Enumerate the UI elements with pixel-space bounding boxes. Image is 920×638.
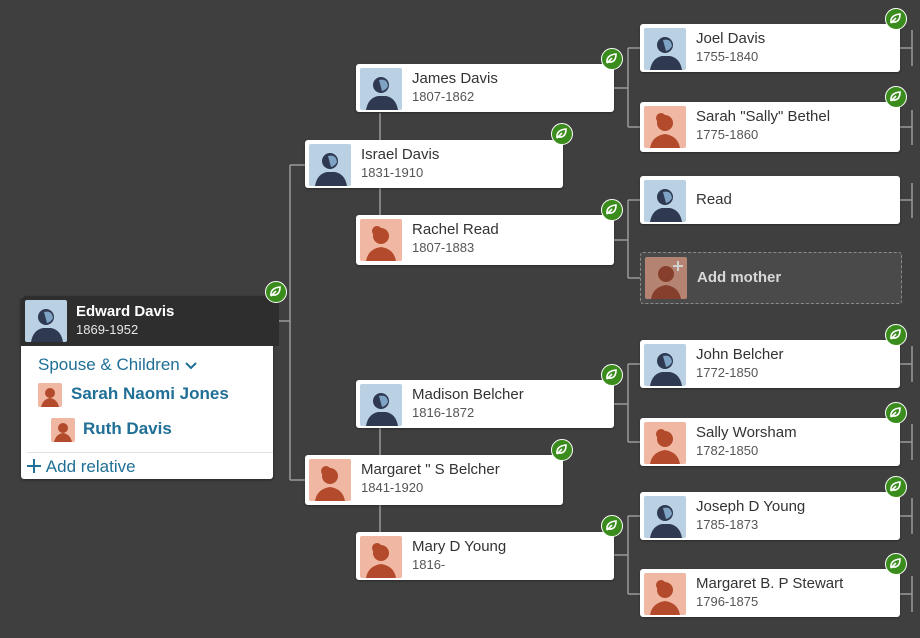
spouse-children-label: Spouse & Children [38,355,180,374]
person-name: James Davis [412,70,498,87]
person-dates: 1841-1920 [361,480,424,495]
leaf-hint-icon[interactable] [265,281,287,303]
person-card-maternal-grandfather[interactable]: Madison Belcher 1816-1872 [356,380,614,428]
person-dates: 1816-1872 [412,405,475,420]
person-card-gen4-1[interactable]: Joel Davis 1755-1840 [640,24,900,72]
male-avatar-icon [360,384,402,426]
spouse-children-dropdown[interactable]: Spouse & Children [38,355,197,375]
person-card-father[interactable]: Israel Davis 1831-1910 [305,140,563,188]
leaf-hint-icon[interactable] [601,48,623,70]
person-name: John Belcher [696,346,784,363]
leaf-hint-icon[interactable] [885,476,907,498]
female-avatar-icon [51,418,75,442]
person-card-gen4-5[interactable]: John Belcher 1772-1850 [640,340,900,388]
person-name: Sally Worsham [696,424,797,441]
leaf-hint-icon[interactable] [885,86,907,108]
male-avatar-icon [644,344,686,386]
person-dates: 1782-1850 [696,443,759,458]
female-avatar-icon [360,219,402,261]
person-name: Margaret B. P Stewart [696,575,844,592]
focus-person-name: Edward Davis [76,303,175,320]
person-name: Israel Davis [361,146,440,163]
male-avatar-icon [644,180,686,222]
male-avatar-icon [644,496,686,538]
female-avatar-icon [644,422,686,464]
person-dates: 1807-1862 [412,89,475,104]
leaf-hint-icon[interactable] [885,553,907,575]
add-relative-label: Add relative [45,457,136,476]
leaf-hint-icon[interactable] [601,515,623,537]
male-avatar-icon [25,300,67,342]
person-card-gen4-6[interactable]: Sally Worsham 1782-1850 [640,418,900,466]
leaf-hint-icon[interactable] [601,364,623,386]
person-name: Sarah "Sally" Bethel [696,108,831,125]
person-dates: 1772-1850 [696,365,759,380]
person-dates: 1755-1840 [696,49,759,64]
person-name: Margaret " S Belcher [361,461,500,478]
chevron-down-icon [184,362,197,370]
person-name: Mary D Young [412,538,507,555]
female-avatar-icon [644,106,686,148]
leaf-hint-icon[interactable] [551,123,573,145]
add-relative-button[interactable]: Add relative [26,457,136,477]
person-dates: 1807-1883 [412,240,475,255]
person-dates: 1831-1910 [361,165,424,180]
person-card-maternal-grandmother[interactable]: Mary D Young 1816- [356,532,614,580]
add-mother-placeholder[interactable]: Add mother [640,252,902,304]
person-card-mother[interactable]: Margaret " S Belcher 1841-1920 [305,455,563,505]
person-card-gen4-3[interactable]: Read [640,176,900,224]
person-dates: 1796-1875 [696,594,759,609]
female-avatar-icon [360,536,402,578]
person-card-paternal-grandmother[interactable]: Rachel Read 1807-1883 [356,215,614,265]
child-link[interactable]: Ruth Davis [83,419,172,438]
leaf-hint-icon[interactable] [885,8,907,30]
person-dates: 1775-1860 [696,127,759,142]
person-name: Joseph D Young [696,498,806,515]
divider [27,452,273,453]
person-name: Joel Davis [696,30,766,47]
female-avatar-icon [309,459,351,501]
male-avatar-icon [360,68,402,110]
person-name: Madison Belcher [412,386,524,403]
focus-person-card[interactable]: Edward Davis 1869-1952 Spouse & Children… [21,281,287,479]
leaf-hint-icon[interactable] [551,439,573,461]
person-dates: 1785-1873 [696,517,759,532]
female-avatar-icon [644,573,686,615]
female-avatar-icon [645,257,687,299]
person-card-gen4-2[interactable]: Sarah "Sally" Bethel 1775-1860 [640,102,900,152]
leaf-hint-icon[interactable] [885,402,907,424]
leaf-hint-icon[interactable] [601,199,623,221]
female-avatar-icon [38,383,62,407]
person-card-gen4-7[interactable]: Joseph D Young 1785-1873 [640,492,900,540]
person-card-paternal-grandfather[interactable]: James Davis 1807-1862 [356,64,614,112]
person-name: Read [696,191,732,208]
person-dates: 1816- [412,557,446,572]
leaf-hint-icon[interactable] [885,324,907,346]
focus-person-header[interactable]: Edward Davis 1869-1952 [21,296,279,346]
spouse-link[interactable]: Sarah Naomi Jones [71,384,229,403]
male-avatar-icon [309,144,351,186]
male-avatar-icon [644,28,686,70]
add-mother-label: Add mother [697,269,782,286]
plus-icon [27,459,41,473]
person-card-gen4-8[interactable]: Margaret B. P Stewart 1796-1875 [640,569,900,617]
person-name: Rachel Read [412,221,499,238]
focus-person-dates: 1869-1952 [76,322,139,337]
